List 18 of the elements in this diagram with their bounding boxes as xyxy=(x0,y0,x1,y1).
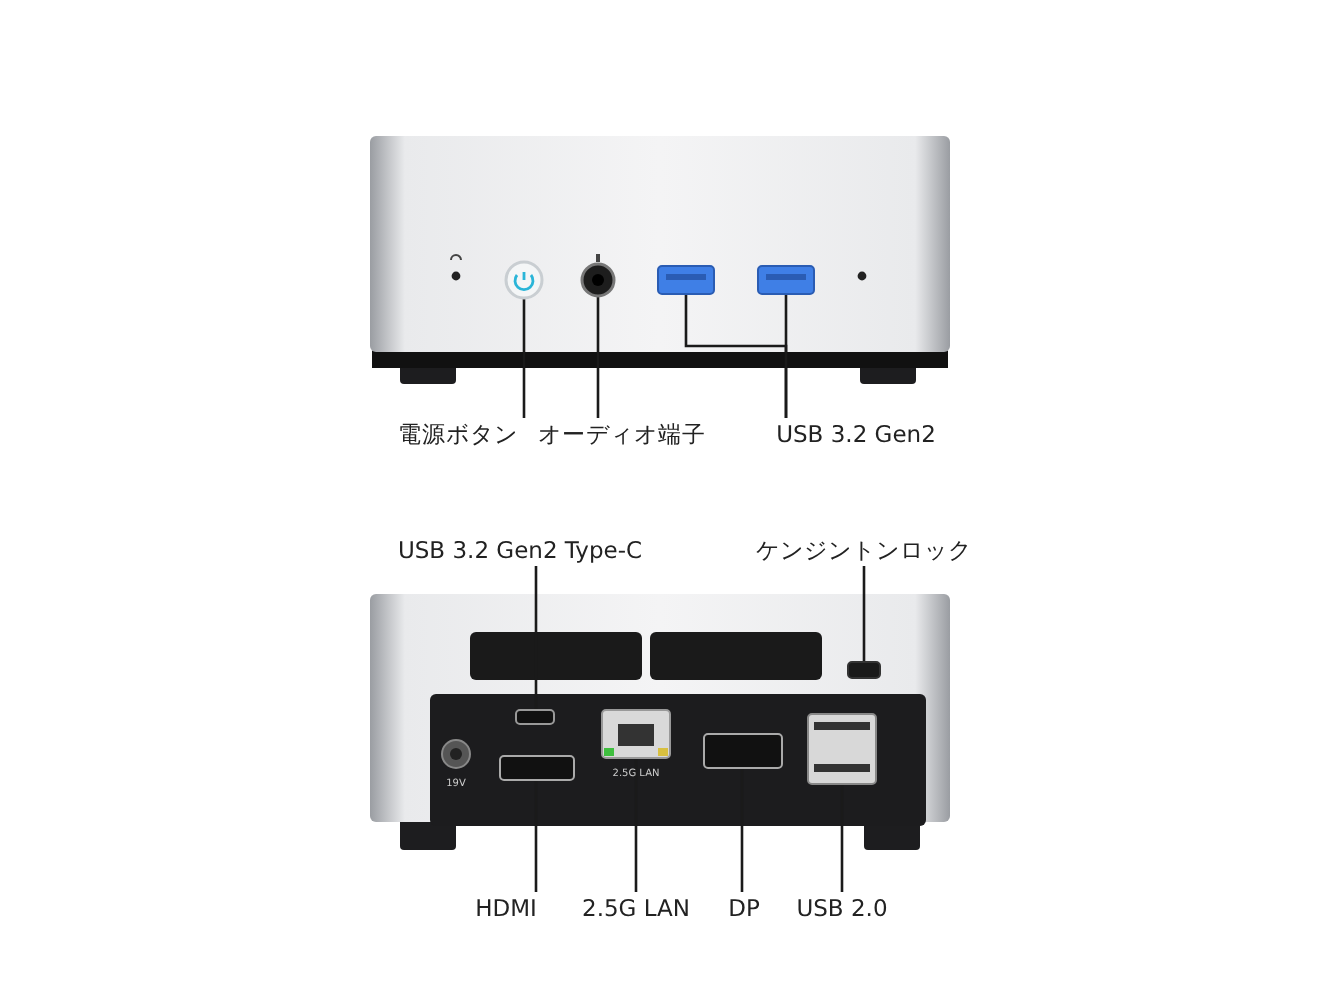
power-button xyxy=(504,260,544,300)
port-label: 電源ボタン xyxy=(398,418,518,450)
port-label: オーディオ端子 xyxy=(538,418,706,450)
leader-line xyxy=(862,566,866,662)
leader-line xyxy=(596,296,600,418)
hdmi-port xyxy=(499,755,575,781)
port-label: 2.5G LAN xyxy=(582,892,690,924)
displayport-port xyxy=(703,733,783,769)
port-label: ケンジントンロック xyxy=(756,534,972,566)
port-label: USB 2.0 xyxy=(796,892,888,924)
port-label: DP xyxy=(728,892,760,924)
leader-line xyxy=(522,298,526,418)
port-label: HDMI xyxy=(475,892,537,924)
lock-slot xyxy=(847,661,881,679)
leader-line xyxy=(784,294,788,418)
port-label: USB 3.2 Gen2 xyxy=(776,418,936,450)
usb-c-port xyxy=(515,709,555,725)
port-label: USB 3.2 Gen2 Type-C xyxy=(397,534,643,566)
